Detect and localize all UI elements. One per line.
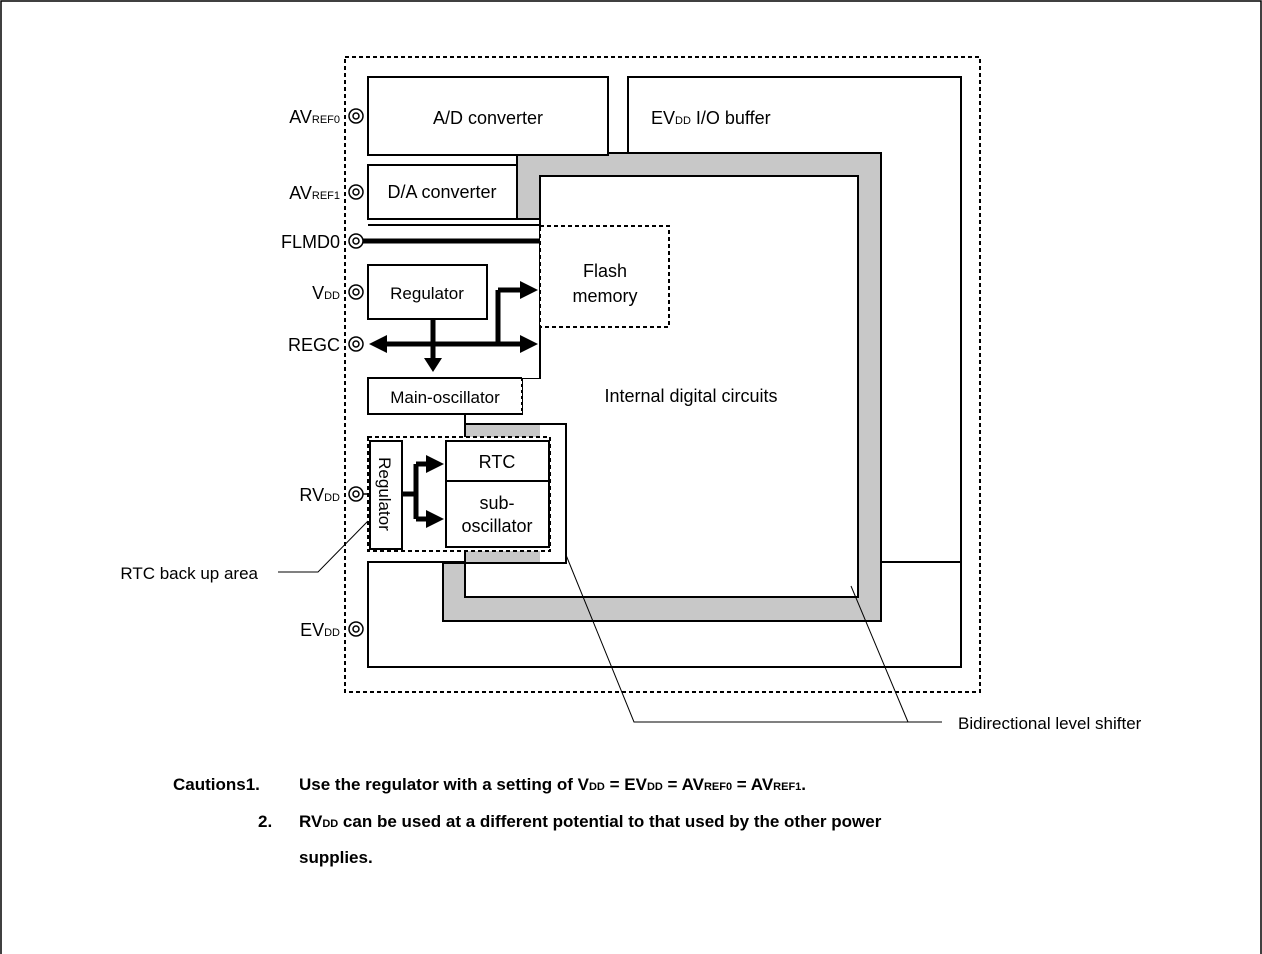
da-converter-block — [367, 164, 518, 220]
pin-regc: REGC — [288, 335, 364, 355]
svg-text:AVREF0: AVREF0 — [289, 107, 340, 127]
pin-rvdd: RVDD — [299, 485, 370, 505]
sub-oscillator-block — [445, 480, 550, 548]
svg-text:AVREF1: AVREF1 — [289, 183, 340, 203]
svg-text:EVDD: EVDD — [300, 620, 340, 640]
rtc-regulator-label: Regulator — [375, 457, 394, 531]
internal-circuits-label: Internal digital circuits — [604, 386, 777, 406]
da-converter-label: D/A converter — [387, 182, 496, 202]
caution-2-number: 2. — [258, 812, 273, 831]
flash-memory-block — [539, 225, 670, 328]
regulator-block — [367, 264, 488, 320]
flash-memory-label-2: memory — [572, 286, 637, 306]
main-oscillator-block — [368, 378, 522, 414]
rtc-regulator-block — [369, 440, 403, 550]
caution-1: Use the regulator with a setting of VDD … — [299, 775, 807, 794]
ad-converter-label: A/D converter — [433, 108, 543, 128]
svg-text:REGC: REGC — [288, 335, 340, 355]
rtc-backup-leader — [278, 520, 369, 573]
pin-vdd: VDD — [312, 283, 364, 303]
svg-text:VDD: VDD — [312, 283, 340, 303]
flash-memory-label-1: Flash — [583, 261, 627, 281]
rtc-block — [445, 440, 550, 482]
level-shifter-callout: Bidirectional level shifter — [958, 714, 1142, 733]
rtc-backup-callout: RTC back up area — [120, 564, 258, 583]
regulator-arrows — [385, 287, 524, 360]
pin-evdd: EVDD — [300, 620, 364, 640]
pin-avref1: AVREF1 — [289, 183, 364, 203]
evdd-io-buffer-label: EVDD I/O buffer — [651, 108, 771, 128]
regulator-label: Regulator — [390, 284, 464, 303]
ad-converter-block — [367, 76, 609, 156]
sub-oscillator-label-1: sub- — [479, 493, 514, 513]
svg-text:FLMD0: FLMD0 — [281, 232, 340, 252]
caution-2-continued: supplies. — [299, 848, 373, 867]
caution-2: RVDD can be used at a different potentia… — [299, 812, 882, 831]
svg-text:RVDD: RVDD — [299, 485, 340, 505]
level-shifter-leader — [565, 554, 942, 723]
rtc-label: RTC — [479, 452, 516, 472]
chip-outline — [344, 56, 981, 693]
cautions-heading: Cautions1. — [173, 775, 260, 794]
pin-avref0: AVREF0 — [289, 107, 364, 127]
main-oscillator-label: Main-oscillator — [390, 388, 500, 407]
pin-flmd0: FLMD0 — [281, 232, 368, 252]
sub-oscillator-label-2: oscillator — [461, 516, 532, 536]
rtc-regulator-arrowheads — [426, 455, 444, 528]
regulator-arrowheads — [369, 281, 538, 372]
